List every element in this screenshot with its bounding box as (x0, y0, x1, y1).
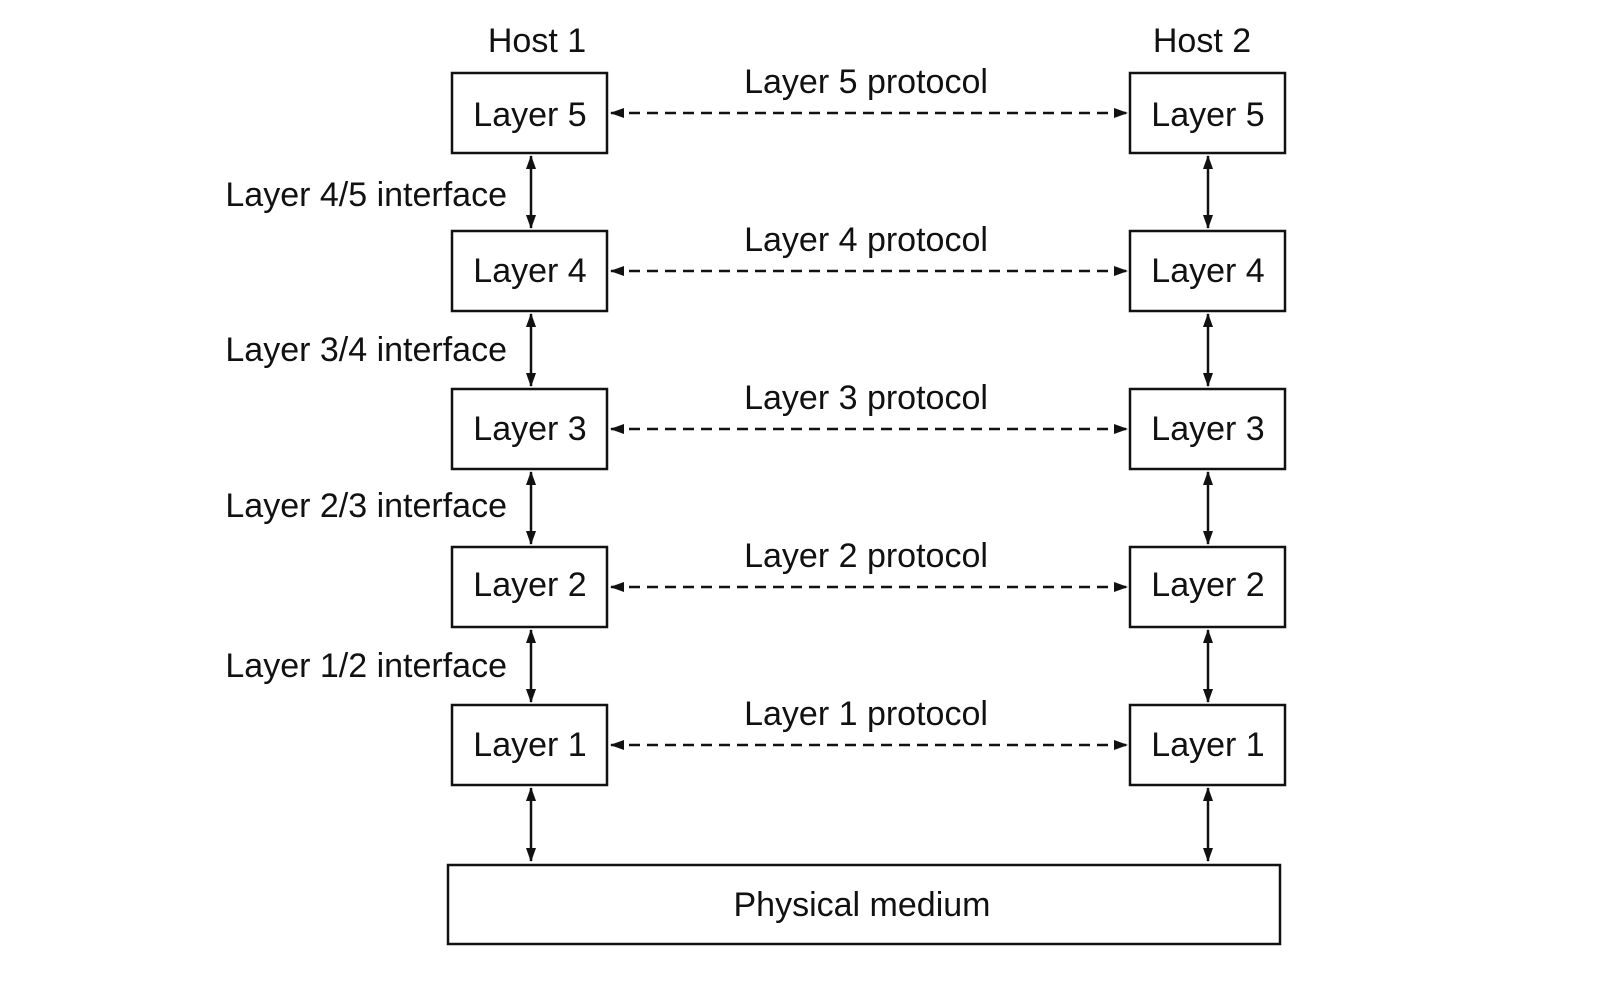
host-2-layer-2: Layer 2 (1128, 545, 1287, 629)
layer-3-protocol: Layer 3 protocol (610, 379, 1128, 434)
layer-2-protocol: Layer 2 protocol (610, 537, 1128, 592)
host-1-layer-2: Layer 2 (450, 545, 609, 629)
layer-2-protocol-label: Layer 2 protocol (744, 537, 988, 575)
host-2-layer-3-label: Layer 3 (1151, 410, 1264, 448)
layer-4-5-interface-label: Layer 4/5 interface (225, 176, 507, 214)
host-2-layer-1: Layer 1 (1128, 703, 1287, 787)
physical-medium-label: Physical medium (734, 886, 991, 924)
host-2-stack: Layer 5 Layer 4 Layer 3 Layer 2 Layer 1 (1128, 71, 1287, 787)
host-1-label: Host 1 (488, 22, 586, 60)
layer-5-protocol: Layer 5 protocol (610, 63, 1128, 118)
host-2-layer-3: Layer 3 (1128, 387, 1287, 471)
host-1-layer-3: Layer 3 (450, 387, 609, 471)
layer-4-protocol: Layer 4 protocol (610, 221, 1128, 276)
host-1-layer-5-label: Layer 5 (473, 96, 586, 134)
layer-3-4-interface-label: Layer 3/4 interface (225, 331, 507, 369)
host-2-layer-4: Layer 4 (1128, 229, 1287, 313)
physical-medium: Physical medium (446, 863, 1282, 946)
host-1-layer-4: Layer 4 (450, 229, 609, 313)
host-2-layer-2-label: Layer 2 (1151, 566, 1264, 604)
layer-3-protocol-label: Layer 3 protocol (744, 379, 988, 417)
layer-2-3-interface-label: Layer 2/3 interface (225, 487, 507, 525)
host-1-layer-2-label: Layer 2 (473, 566, 586, 604)
host-1-stack: Layer 5 Layer 4 Layer 3 Layer 2 Layer 1 (450, 71, 609, 787)
host-2-layer-5-label: Layer 5 (1151, 96, 1264, 134)
layer-1-protocol: Layer 1 protocol (610, 695, 1128, 750)
host-1-layer-1: Layer 1 (450, 703, 609, 787)
host-2-layer-1-label: Layer 1 (1151, 726, 1264, 764)
peer-protocols: Layer 5 protocol Layer 4 protocol Layer … (610, 63, 1128, 750)
layer-5-protocol-label: Layer 5 protocol (744, 63, 988, 101)
layer-4-protocol-label: Layer 4 protocol (744, 221, 988, 259)
interface-labels: Layer 4/5 interface Layer 3/4 interface … (225, 176, 507, 685)
host-2-layer-4-label: Layer 4 (1151, 252, 1264, 290)
host-2-layer-5: Layer 5 (1128, 71, 1287, 155)
host-1-layer-1-label: Layer 1 (473, 726, 586, 764)
host-1-layer-3-label: Layer 3 (473, 410, 586, 448)
layer-1-protocol-label: Layer 1 protocol (744, 695, 988, 733)
host-1-layer-4-label: Layer 4 (473, 252, 586, 290)
host-1-layer-5: Layer 5 (450, 71, 609, 155)
host-2-label: Host 2 (1153, 22, 1251, 60)
layer-1-2-interface-label: Layer 1/2 interface (225, 647, 507, 685)
